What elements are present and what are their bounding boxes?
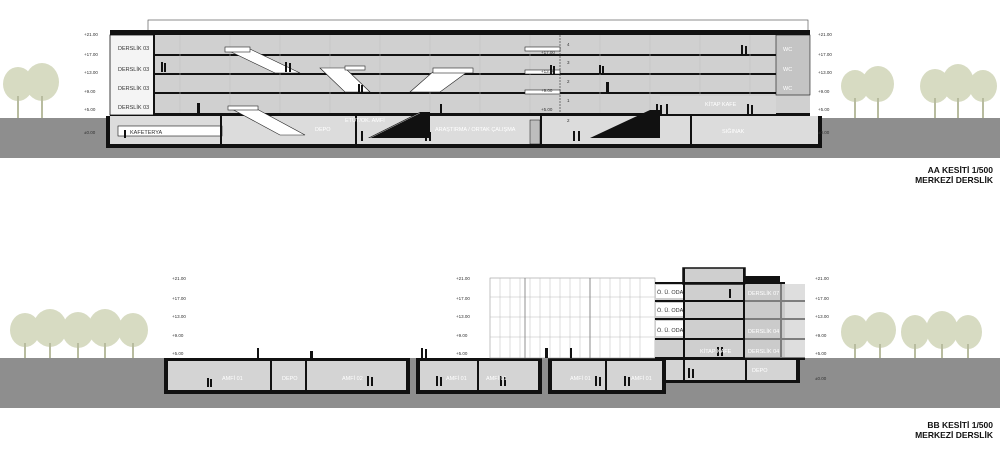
bb-room-derslik-04-a: DERSLİK 04	[748, 328, 779, 335]
bb-levels-right: +21.00 +17.00 +13.00 +9.00 +5.00 ±0.00	[815, 276, 829, 381]
bb-room-derslik-04-b: DERSLİK 04	[748, 348, 779, 355]
aa-room-derslik-4: DERSLİK 03	[118, 45, 149, 52]
svg-text:+5.00: +5.00	[84, 107, 96, 112]
svg-text:±0.00: ±0.00	[84, 130, 96, 135]
svg-text:+17.00: +17.00	[84, 52, 98, 57]
aa-room-siginak: SIĞINAK	[722, 128, 745, 135]
aa-room-arastirma: ARAŞTIRMA / ORTAK ÇALIŞMA	[435, 127, 516, 133]
aa-floor-num-0: 2	[567, 118, 570, 123]
aa-title: AA KESİTİ 1/500	[928, 165, 994, 175]
aa-room-derslik-3: DERSLİK 03	[118, 66, 149, 73]
svg-text:+17.00: +17.00	[456, 296, 470, 301]
aa-room-etut-amfi: ETÜT/OK. AMFİ	[345, 117, 385, 124]
bb-title: BB KESİTİ 1/500	[927, 420, 993, 430]
bb-trees-left	[10, 309, 148, 358]
svg-text:+21.00: +21.00	[456, 276, 470, 281]
aa-inner-level-9: +9.00	[541, 88, 553, 93]
bb-glazed-facade	[489, 277, 656, 359]
svg-text:+9.00: +9.00	[456, 333, 468, 338]
aa-room-wc-1: WC	[783, 47, 792, 53]
svg-text:±0.00: ±0.00	[815, 376, 827, 381]
aa-floor-num-3: 3	[567, 60, 570, 65]
aa-inner-level-17: +17.00	[541, 50, 555, 55]
aa-room-kafeterya: KAFETERYA	[130, 130, 163, 136]
aa-trees-left	[3, 63, 59, 118]
svg-text:+17.00: +17.00	[815, 296, 829, 301]
bb-subtitle: MERKEZİ DERSLİK	[915, 430, 994, 440]
svg-text:+13.00: +13.00	[815, 314, 829, 319]
bb-room-amfi-01-b: AMFİ 01	[446, 375, 467, 382]
aa-inner-level-5: +5.00	[541, 107, 553, 112]
aa-levels-right: +21.00 +17.00 +13.00 +9.00 +5.00 ±0.00	[818, 32, 832, 135]
bb-room-ou-oda-1: Ö. Ü. ODA	[657, 327, 684, 334]
aa-room-derslik-1: DERSLİK 03	[118, 104, 149, 111]
svg-text:±0.00: ±0.00	[818, 130, 830, 135]
bb-room-amfi-02: AMFİ 02	[342, 375, 363, 382]
aa-people	[124, 45, 753, 141]
bb-room-ou-oda-3: Ö. Ü. ODA	[657, 289, 684, 296]
bb-people	[207, 289, 731, 387]
aa-basement	[110, 116, 820, 146]
svg-text:+21.00: +21.00	[815, 276, 829, 281]
svg-text:+9.00: +9.00	[172, 333, 184, 338]
aa-trees-right	[841, 64, 997, 118]
svg-text:+13.00: +13.00	[84, 70, 98, 75]
aa-room-kitap-kafe: KİTAP KAFE	[705, 101, 737, 108]
aa-room-derslik-2: DERSLİK 03	[118, 85, 149, 92]
svg-text:+9.00: +9.00	[815, 333, 827, 338]
svg-text:+13.00: +13.00	[172, 314, 186, 319]
bb-room-ou-oda-2: Ö. Ü. ODA	[657, 307, 684, 314]
svg-text:+21.00: +21.00	[172, 276, 186, 281]
svg-text:+9.00: +9.00	[84, 89, 96, 94]
aa-subtitle: MERKEZİ DERSLİK	[915, 175, 994, 185]
aa-floor-num-4: 4	[567, 42, 570, 47]
svg-text:+13.00: +13.00	[456, 314, 470, 319]
aa-room-depo: DEPO	[315, 127, 331, 133]
bb-room-depo-2: DEPO	[752, 368, 768, 374]
aa-room-wc-3: WC	[783, 86, 792, 92]
svg-text:+17.00: +17.00	[818, 52, 832, 57]
svg-text:+13.00: +13.00	[818, 70, 832, 75]
svg-text:+5.00: +5.00	[818, 107, 830, 112]
aa-room-wc-2: WC	[783, 67, 792, 73]
aa-levels-left: +21.00 +17.00 +13.00 +9.00 +5.00 ±0.00	[84, 32, 98, 135]
bb-room-kitap-kafe: KİTAP KAFE	[700, 348, 732, 355]
aa-roof	[110, 30, 810, 35]
bb-room-amfi-01-d: AMFİ 01	[570, 375, 591, 382]
bb-room-amfi-01-e: AMFİ 01	[631, 375, 652, 382]
aa-section: DERSLİK 03 DERSLİK 03 DERSLİK 03 DERSLİK…	[0, 19, 1000, 185]
bb-room-derslik-07: DERSLİK 07	[748, 290, 779, 297]
aa-floor-num-2: 2	[567, 79, 570, 84]
bb-room-depo-1: DEPO	[282, 376, 298, 382]
bb-levels-mid: +21.00 +17.00 +13.00 +9.00 +5.00	[456, 276, 470, 356]
svg-text:+5.00: +5.00	[815, 351, 827, 356]
svg-text:+17.00: +17.00	[172, 296, 186, 301]
bb-room-amfi-01-c: AMFİ 01	[486, 375, 507, 382]
svg-text:+9.00: +9.00	[818, 89, 830, 94]
svg-text:+21.00: +21.00	[84, 32, 98, 37]
bb-trees-right	[841, 311, 982, 358]
bb-room-amfi-01-a: AMFİ 01	[222, 375, 243, 382]
bb-levels-left: +21.00 +17.00 +13.00 +9.00 +5.00	[172, 276, 186, 356]
bb-section: AMFİ 01 DEPO AMFİ 02 AMFİ 01 AMFİ 01 AMF…	[0, 267, 1000, 440]
svg-text:+5.00: +5.00	[172, 351, 184, 356]
aa-floor-num-1: 1	[567, 98, 570, 103]
svg-text:+5.00: +5.00	[456, 351, 468, 356]
aa-inner-level-13: +13.00	[541, 69, 555, 74]
svg-text:+21.00: +21.00	[818, 32, 832, 37]
